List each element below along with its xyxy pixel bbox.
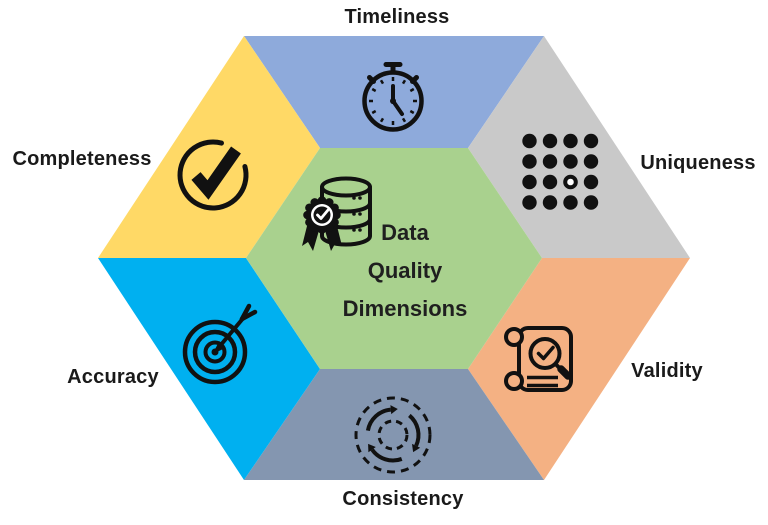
unique-hollow-dot <box>563 174 578 190</box>
segment-validity <box>468 258 690 480</box>
center-title-line-2: Quality <box>367 258 443 283</box>
segment-consistency <box>244 369 544 480</box>
label-uniqueness: Uniqueness <box>640 152 756 174</box>
database-quality-badge-icon <box>302 176 372 251</box>
check-circle-icon <box>177 139 249 211</box>
label-timeliness: Timeliness <box>344 6 450 28</box>
label-consistency: Consistency <box>342 488 464 510</box>
center-title-line-3: Dimensions <box>342 296 468 321</box>
scroll-magnifier-check-icon <box>504 326 573 392</box>
center-title-line-1: Data <box>381 220 429 245</box>
dots-grid-icon <box>522 133 599 210</box>
segment-completeness <box>98 36 320 258</box>
circular-arrows-icon <box>354 396 432 474</box>
center-title: Data Quality Dimensions <box>325 214 485 328</box>
stopwatch-icon <box>362 62 424 132</box>
target-arrow-icon <box>182 303 258 385</box>
label-validity: Validity <box>631 360 703 382</box>
label-completeness: Completeness <box>12 148 152 170</box>
label-accuracy: Accuracy <box>67 366 159 388</box>
